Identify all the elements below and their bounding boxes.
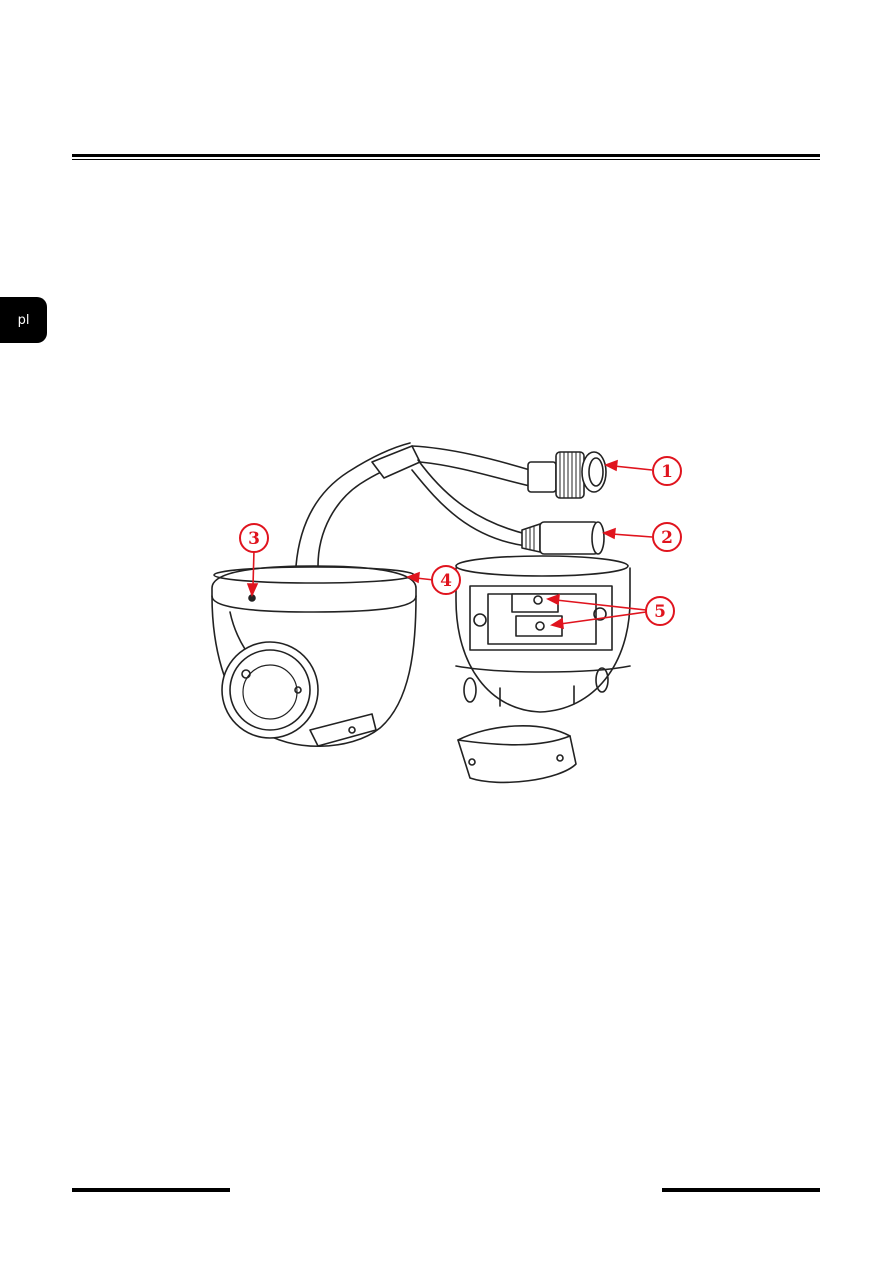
footer-rule-right — [662, 1188, 820, 1192]
camera-exploded-figure: 1 2 3 4 5 — [200, 405, 700, 795]
footer-rule-left — [72, 1188, 230, 1192]
language-tab-label: pl — [18, 313, 30, 328]
callout-4-label: 4 — [440, 571, 452, 591]
power-connector — [522, 522, 604, 554]
camera-dome-assembled — [212, 566, 416, 746]
network-connector — [528, 452, 606, 498]
camera-dome-open — [456, 556, 630, 712]
callout-3-label: 3 — [248, 529, 260, 549]
header-rule-thick — [72, 154, 820, 157]
language-tab: pl — [0, 297, 47, 343]
detached-cover — [458, 726, 576, 783]
header-rule-thin — [72, 159, 820, 160]
callout-5-label: 5 — [654, 602, 666, 622]
callout-2-label: 2 — [661, 528, 673, 548]
callout-1-label: 1 — [661, 462, 673, 482]
